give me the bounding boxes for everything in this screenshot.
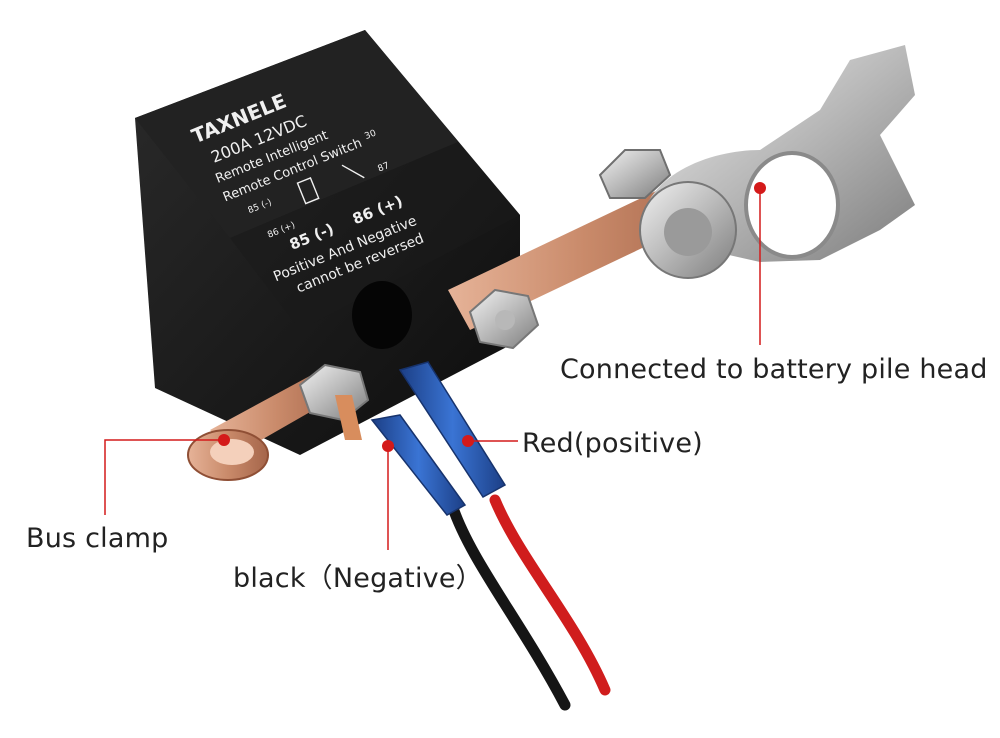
red-marker-dot	[462, 435, 474, 447]
red-wire	[489, 494, 611, 696]
black-negative-label: black（Negative）	[233, 563, 483, 594]
battery-marker-dot	[754, 182, 766, 194]
switch-symbol	[341, 164, 365, 179]
bus-callout-line	[104, 439, 224, 515]
battery-post-clamp	[598, 45, 915, 279]
positive-terminal-stud	[495, 310, 515, 330]
red-positive-label: Red(positive)	[522, 428, 703, 459]
bus-marker-dot	[218, 434, 230, 446]
black-marker-dot	[382, 440, 394, 452]
negative-terminal-stud	[335, 395, 362, 440]
coil-symbol	[296, 177, 320, 205]
red-wire-connector	[398, 361, 507, 498]
relay-body	[135, 30, 520, 455]
black-wire-connector	[370, 414, 467, 516]
black-wire	[446, 499, 571, 711]
clamp-bolt-head	[598, 149, 672, 199]
bus-clamp-label: Bus clamp	[26, 523, 169, 554]
battery-label: Connected to battery pile head	[560, 354, 988, 385]
terminal-87-text: 87	[377, 161, 391, 175]
terminal-30-text: 30	[363, 128, 378, 142]
